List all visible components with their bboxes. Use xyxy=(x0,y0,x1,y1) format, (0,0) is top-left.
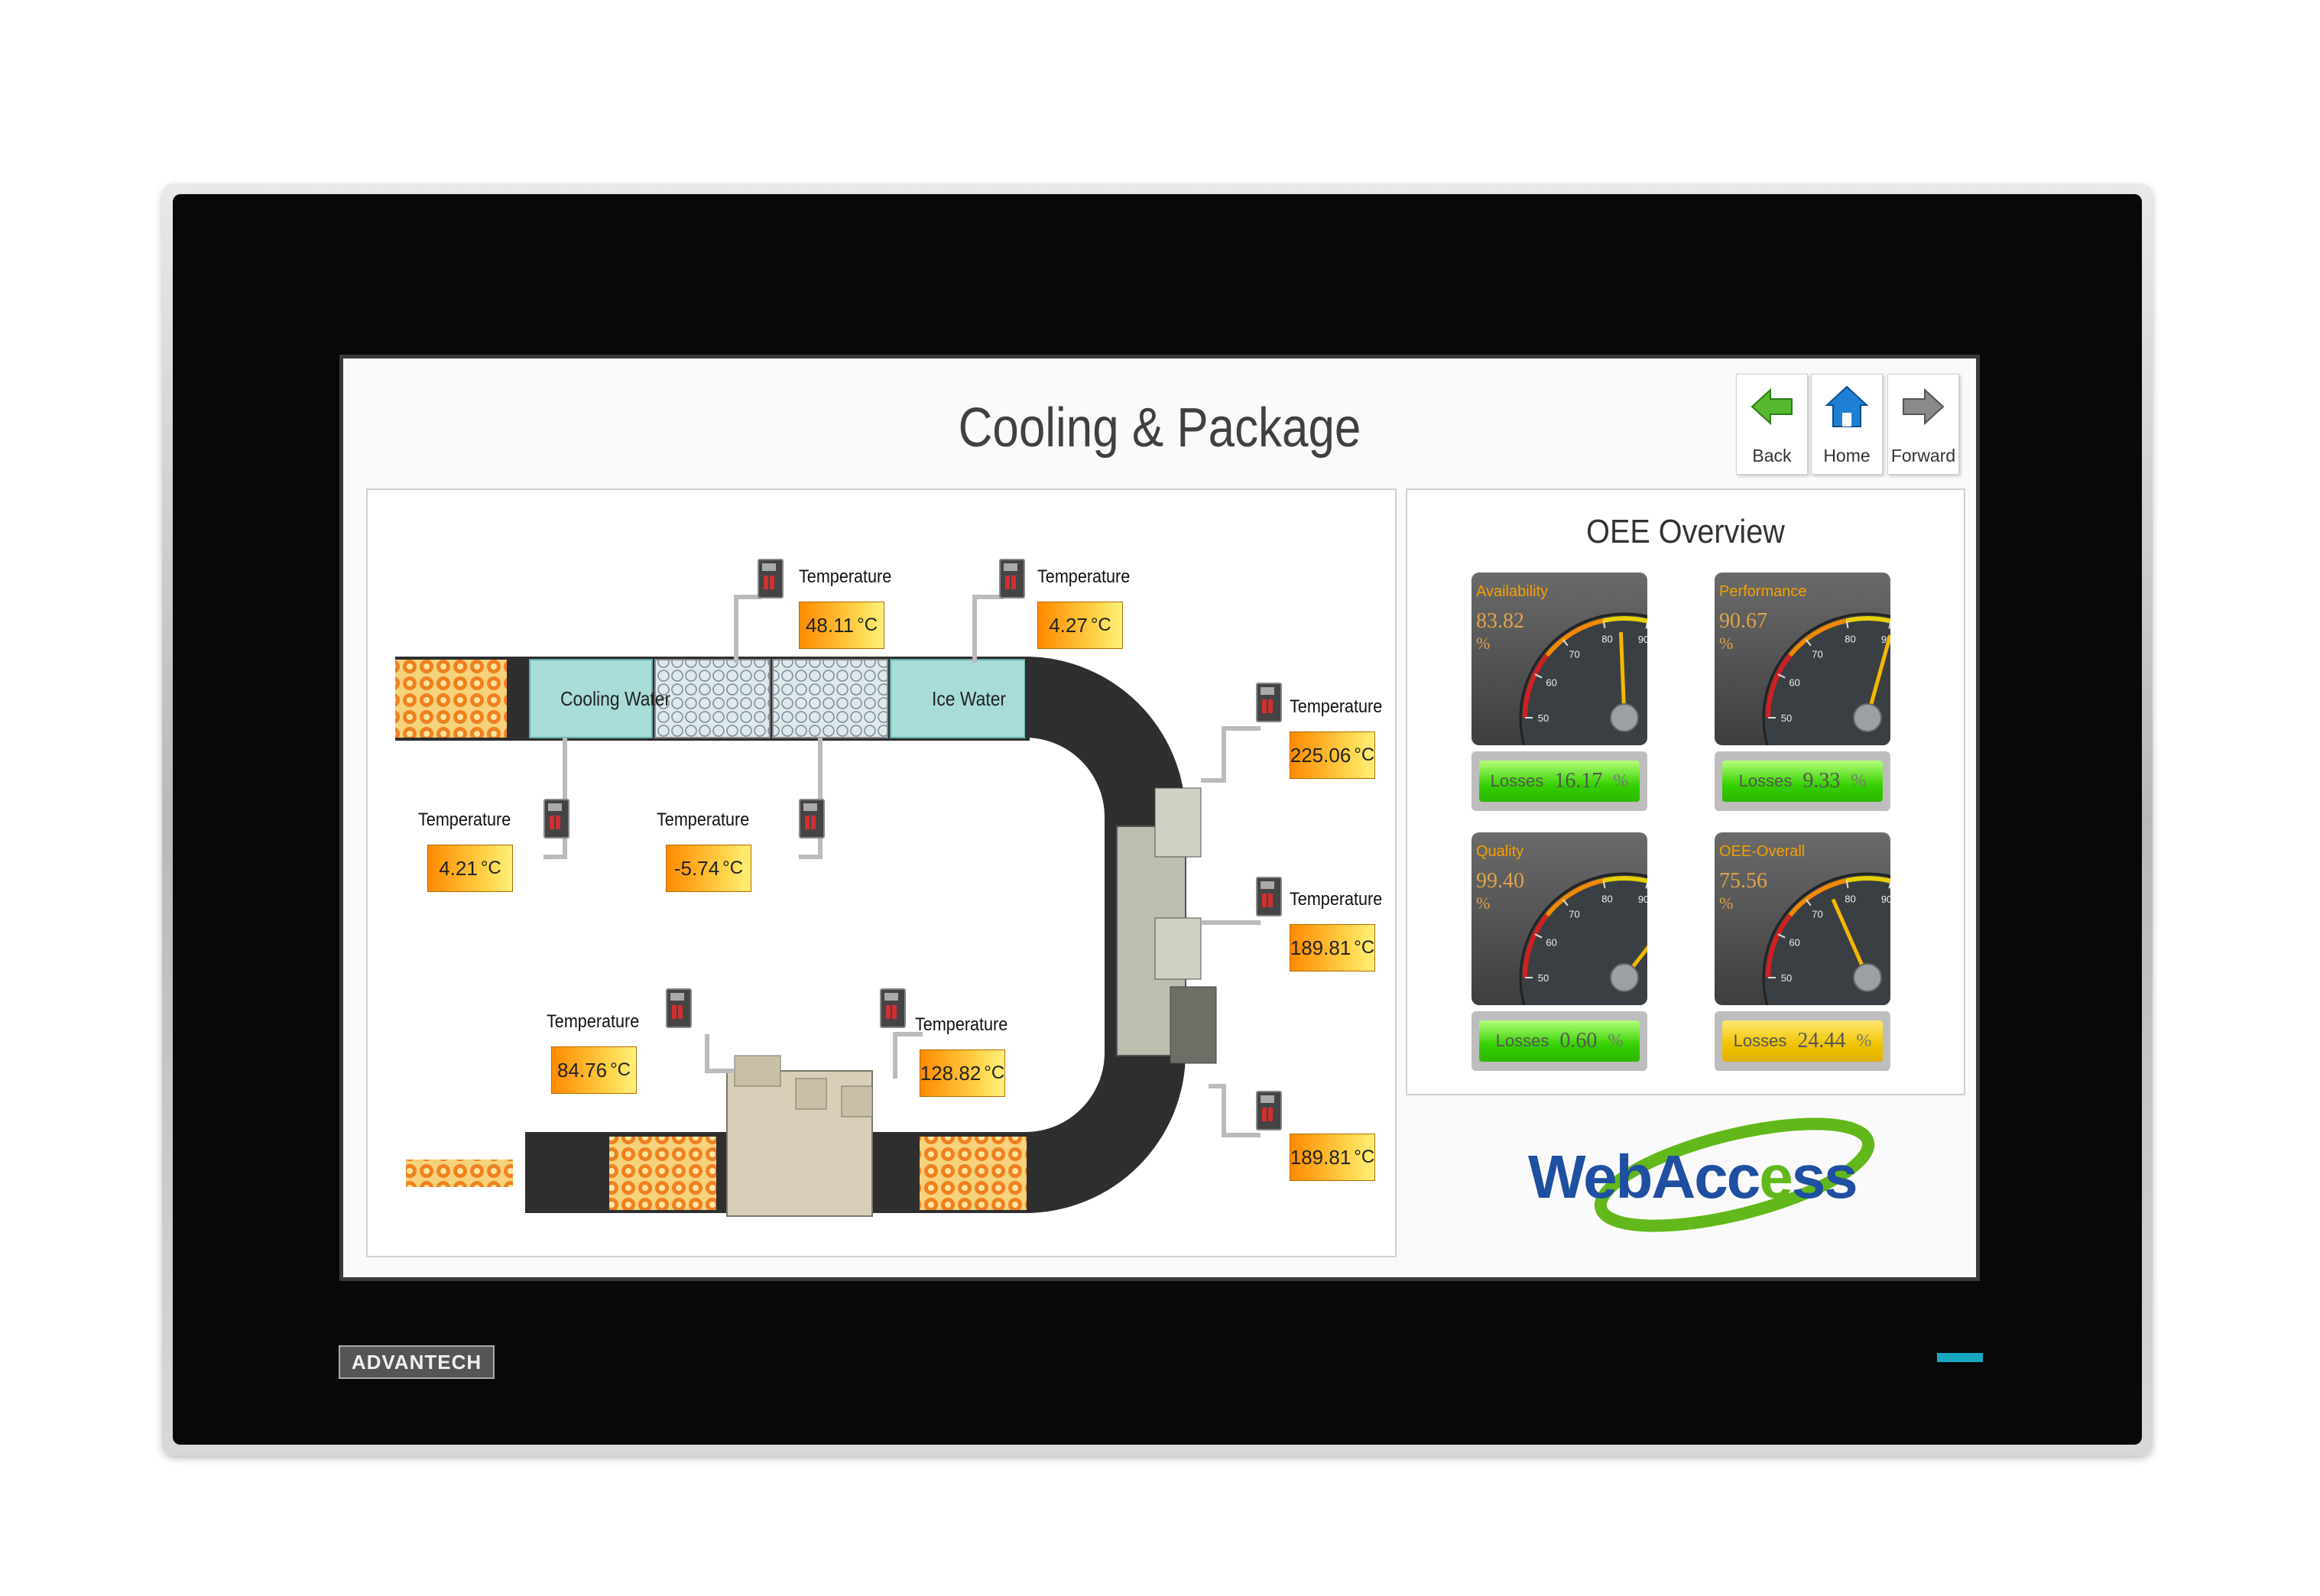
controller-icon xyxy=(1256,877,1282,916)
temperature-readout: -5.74°C xyxy=(666,845,751,892)
svg-text:90: 90 xyxy=(1881,894,1890,905)
temperature-readout: 4.21°C xyxy=(427,845,513,892)
temperature-readout: 48.11°C xyxy=(799,602,884,649)
gauge-performance: 5060708090100Performance90.67% xyxy=(1715,573,1890,745)
gauge-value: 83.82 xyxy=(1476,609,1524,633)
power-led xyxy=(1937,1353,1983,1362)
temperature-label: Temperature xyxy=(418,809,511,830)
gauge-title: Performance xyxy=(1719,583,1807,600)
svg-text:80: 80 xyxy=(1845,893,1855,904)
controller-icon xyxy=(880,988,906,1028)
svg-text:50: 50 xyxy=(1781,712,1792,724)
temperature-readout: 189.81°C xyxy=(1290,924,1375,972)
temperature-readout: 225.06°C xyxy=(1290,732,1375,779)
svg-text:70: 70 xyxy=(1569,909,1579,920)
gauge-value: 99.40 xyxy=(1476,869,1524,893)
gauge-quality: 5060708090100Quality99.40% xyxy=(1471,832,1647,1005)
losses-label: Losses xyxy=(1733,1031,1787,1050)
gauge-value: 75.56 xyxy=(1719,869,1767,893)
home-button[interactable]: Home xyxy=(1811,374,1883,475)
gauge-title: OEE-Overall xyxy=(1719,843,1806,860)
temperature-readout: 84.76°C xyxy=(551,1046,637,1094)
losses-indicator: Losses 16.17% xyxy=(1471,751,1647,811)
controller-icon xyxy=(758,559,784,598)
controller-icon xyxy=(999,559,1025,598)
losses-label: Losses xyxy=(1738,771,1793,790)
losses-indicator: Losses 0.60% xyxy=(1471,1011,1647,1071)
advantech-logo: ADVANTECH xyxy=(339,1345,495,1379)
forward-button[interactable]: Forward xyxy=(1887,374,1959,475)
svg-text:70: 70 xyxy=(1812,649,1822,660)
losses-label: Losses xyxy=(1495,1031,1549,1050)
process-diagram: Cooling Water Ice Water Temperature 48.1… xyxy=(366,488,1397,1257)
temperature-label: Temperature xyxy=(1290,889,1383,910)
gauge-title: Quality xyxy=(1476,843,1524,860)
controller-icon xyxy=(543,799,569,839)
svg-text:80: 80 xyxy=(1601,893,1612,904)
svg-text:60: 60 xyxy=(1546,937,1556,949)
controller-icon xyxy=(1256,683,1282,722)
losses-label: Losses xyxy=(1490,771,1544,790)
losses-indicator: Losses 24.44% xyxy=(1715,1011,1890,1071)
webaccess-logo-graphic: WebAccess xyxy=(1528,1118,1875,1232)
back-label: Back xyxy=(1752,446,1792,466)
losses-unit: % xyxy=(1851,770,1867,791)
temperature-label: Temperature xyxy=(1290,696,1383,717)
svg-text:60: 60 xyxy=(1789,677,1799,689)
gauge-value: 90.67 xyxy=(1719,609,1767,633)
oee-title: OEE Overview xyxy=(1586,513,1785,550)
temperature-label: Temperature xyxy=(915,1014,1008,1035)
losses-unit: % xyxy=(1608,1030,1624,1051)
svg-text:50: 50 xyxy=(1781,972,1792,984)
temperature-readout: 128.82°C xyxy=(920,1049,1005,1097)
webaccess-logo: WebAccess xyxy=(1436,1108,1941,1260)
gauge-title: Availability xyxy=(1476,583,1549,600)
home-icon xyxy=(1825,385,1869,427)
losses-indicator: Losses 9.33% xyxy=(1715,751,1890,811)
losses-value: 9.33 xyxy=(1802,769,1841,793)
arrow-left-icon xyxy=(1751,388,1793,426)
back-button[interactable]: Back xyxy=(1736,374,1808,475)
temperature-label: Temperature xyxy=(657,809,750,830)
oee-panel: OEE Overview 5060708090100Availability83… xyxy=(1406,488,1965,1095)
conveyor-graphic xyxy=(395,595,1261,1217)
svg-text:80: 80 xyxy=(1845,633,1855,644)
arrow-right-icon xyxy=(1903,388,1945,426)
svg-text:WebAccess: WebAccess xyxy=(1528,1143,1857,1211)
home-label: Home xyxy=(1823,446,1871,466)
losses-unit: % xyxy=(1856,1030,1872,1051)
page-title: Cooling & Package xyxy=(958,397,1361,459)
svg-text:50: 50 xyxy=(1538,972,1549,984)
gauge-availability: 5060708090100Availability83.82% xyxy=(1471,573,1647,745)
controller-icon xyxy=(666,988,692,1028)
forward-label: Forward xyxy=(1890,446,1956,466)
controller-icon xyxy=(799,799,825,839)
svg-text:70: 70 xyxy=(1569,649,1579,660)
svg-text:80: 80 xyxy=(1601,633,1612,644)
losses-value: 24.44 xyxy=(1797,1029,1846,1053)
hmi-screen: Cooling & Package Back Home Forward xyxy=(339,355,1980,1281)
temperature-label: Temperature xyxy=(799,566,892,587)
svg-text:50: 50 xyxy=(1538,712,1549,724)
svg-text:60: 60 xyxy=(1789,937,1799,949)
temperature-label: Temperature xyxy=(547,1011,640,1032)
controller-icon xyxy=(1256,1091,1282,1130)
temperature-readout: 4.27°C xyxy=(1037,602,1123,649)
losses-value: 0.60 xyxy=(1559,1029,1598,1053)
ice-water-label: Ice Water xyxy=(932,687,1007,710)
temperature-readout: 189.81°C xyxy=(1290,1134,1375,1181)
svg-text:60: 60 xyxy=(1546,677,1556,689)
gauge-percent: % xyxy=(1719,894,1734,913)
losses-unit: % xyxy=(1613,770,1629,791)
svg-text:70: 70 xyxy=(1812,909,1822,920)
svg-text:90: 90 xyxy=(1638,634,1647,645)
losses-value: 16.17 xyxy=(1554,769,1603,793)
svg-text:90: 90 xyxy=(1638,894,1647,905)
gauge-percent: % xyxy=(1476,634,1491,653)
cooling-water-label: Cooling Water xyxy=(560,687,671,710)
gauge-percent: % xyxy=(1476,894,1491,913)
gauge-percent: % xyxy=(1719,634,1734,653)
temperature-label: Temperature xyxy=(1037,566,1131,587)
